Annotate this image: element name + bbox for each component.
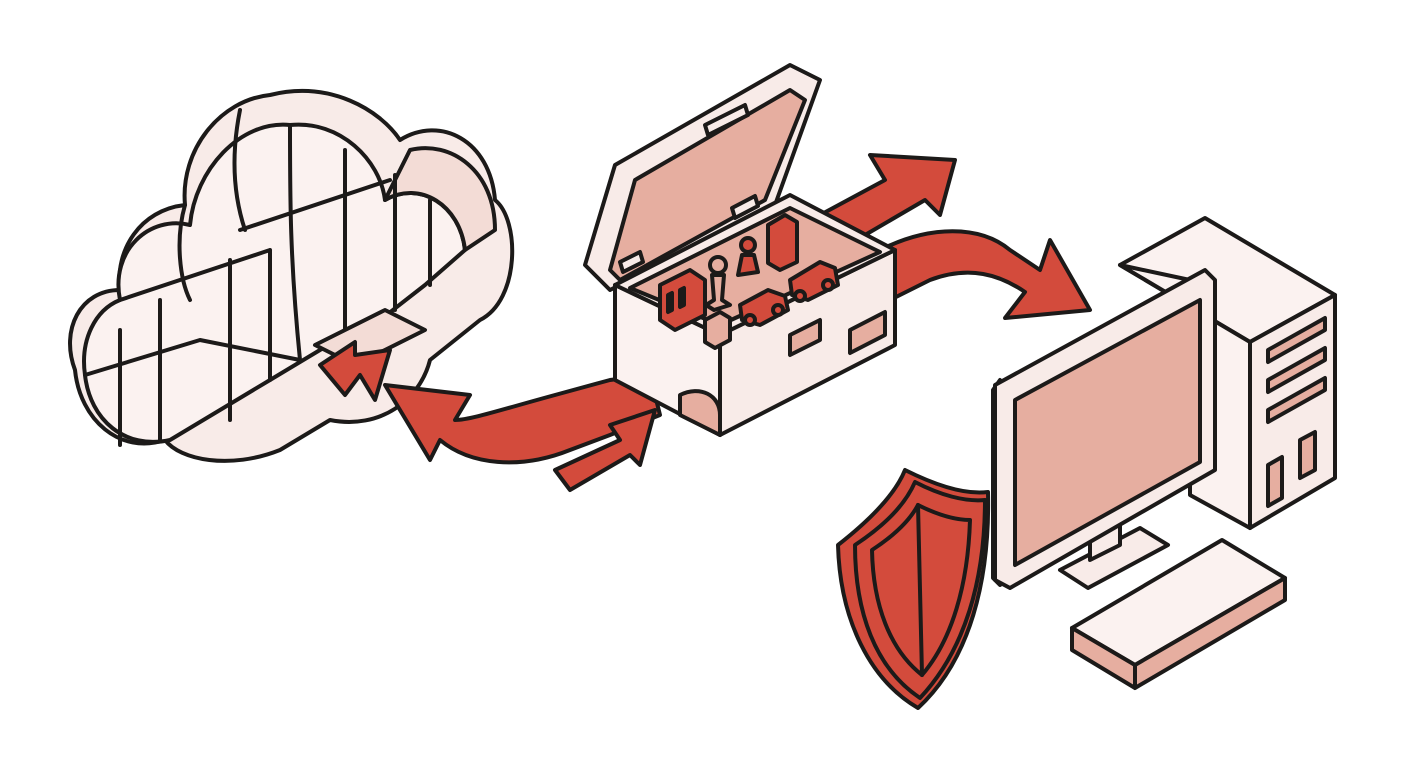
cloud-right-face (383, 146, 497, 252)
tower-case-icon (1118, 216, 1337, 530)
box-hinges (618, 194, 760, 274)
keyboard-icon (1070, 538, 1287, 690)
shield-divider (916, 503, 924, 677)
pawn-figure-icon (704, 255, 732, 312)
desktop-computer-icon (991, 216, 1337, 690)
building-block-icon (703, 310, 732, 350)
keyboard-side (1070, 576, 1287, 690)
tower-drive-bays (1266, 316, 1327, 424)
toy-car-icon (738, 288, 790, 327)
box-lid-inner (608, 88, 807, 282)
building-block-icon (766, 213, 799, 272)
cloud-segment-lines (83, 108, 432, 447)
toy-car-icon (788, 260, 840, 303)
monitor-screen (1013, 298, 1202, 567)
arrow-into-cloud (318, 340, 392, 402)
arrow-into-box (553, 408, 657, 492)
arrow-icon (318, 153, 1092, 492)
building-block-icon (658, 268, 707, 332)
tower-ports (1266, 430, 1317, 508)
pawn-figure-icon (736, 236, 760, 277)
cloud-icon (68, 89, 515, 463)
shield-icon (836, 468, 991, 710)
tower-side (1118, 263, 1252, 530)
toy-box-icon (583, 63, 897, 437)
arrow-box-to-computer (878, 229, 1092, 320)
monitor-icon (991, 268, 1217, 590)
arrow-box-to-cloud (383, 373, 662, 465)
box-labels (678, 310, 887, 437)
box-lid-handle (703, 103, 750, 137)
